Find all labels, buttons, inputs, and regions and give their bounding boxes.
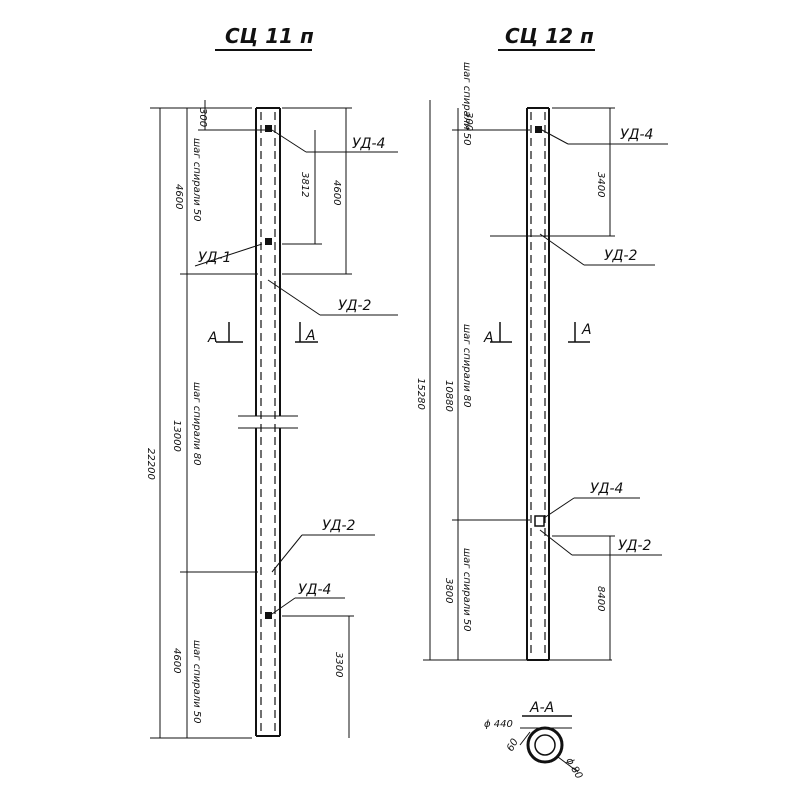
right-label-ud4-top: УД-4 xyxy=(620,127,653,143)
left-pole xyxy=(238,107,298,737)
right-note-pitch80: шаг спирали 80 xyxy=(461,324,472,408)
right-ud4-bot-marker xyxy=(534,515,545,527)
left-label-ud2-top: УД-2 xyxy=(338,298,372,314)
left-title: СЦ 11 п xyxy=(225,24,314,48)
right-label-ud2-top: УД-2 xyxy=(604,248,638,264)
section-a-a: А-А ϕ 440 60 ϕ 80 xyxy=(484,700,584,781)
left-note-pitch50-top: шаг спирали 50 xyxy=(191,138,202,222)
left-ud4-top-marker xyxy=(265,125,272,132)
right-section-mark-a2: А xyxy=(581,322,592,338)
right-label-ud4-bot: УД-4 xyxy=(590,481,623,497)
left-dim-4600-b: 4600 xyxy=(331,180,342,205)
right-label-ud2-bot: УД-2 xyxy=(618,538,652,554)
right-ud4-top-marker xyxy=(535,126,542,133)
left-section-mark-a1: А xyxy=(207,330,218,346)
right-column-drawing: СЦ 12 п xyxy=(415,24,668,661)
left-column-drawing: СЦ 11 п xyxy=(145,24,398,739)
left-label-ud4-top: УД-4 xyxy=(352,136,385,152)
right-dim-300: 300 xyxy=(463,112,474,131)
right-dim-3400: 3400 xyxy=(595,172,606,197)
left-note-pitch80: шаг спирали 80 xyxy=(191,382,202,466)
right-dim-15280: 15280 xyxy=(415,378,426,410)
section-aa-wall: 60 xyxy=(505,737,521,754)
left-section-mark-a2: А xyxy=(305,328,316,344)
left-dim-4600-c: 4600 xyxy=(171,648,182,673)
right-dim-10880: 10880 xyxy=(443,380,454,412)
section-aa-diam-inner: ϕ 80 xyxy=(563,756,584,781)
section-aa-diam-outer: ϕ 440 xyxy=(484,719,513,730)
left-dim-3812: 3812 xyxy=(299,172,310,197)
left-label-ud1: УД-1 xyxy=(198,250,231,266)
left-label-ud4-bot: УД-4 xyxy=(298,582,331,598)
left-dim-22200: 22200 xyxy=(145,448,156,480)
section-aa-title: А-А xyxy=(529,700,554,716)
left-ud1-marker xyxy=(265,238,272,245)
right-note-pitch50-bot: шаг спирали 50 xyxy=(461,548,472,632)
left-dim-4600-a: 4600 xyxy=(173,184,184,209)
right-section-mark-a1: А xyxy=(483,330,494,346)
left-dim-13000: 13000 xyxy=(171,420,182,452)
left-note-pitch50-bot: шаг спирали 50 xyxy=(191,640,202,724)
right-dim-8400: 8400 xyxy=(595,586,606,611)
right-pole xyxy=(526,107,550,661)
right-title: СЦ 12 п xyxy=(505,24,594,48)
left-dim-3300: 3300 xyxy=(333,652,344,677)
right-dim-3800: 3800 xyxy=(443,578,454,603)
right-note-pitch50-top: шаг спирали 50 xyxy=(461,62,472,146)
left-label-ud2-bot: УД-2 xyxy=(322,518,356,534)
left-ud4-bot-marker xyxy=(265,612,272,619)
left-dim-300: 300 xyxy=(197,108,208,127)
